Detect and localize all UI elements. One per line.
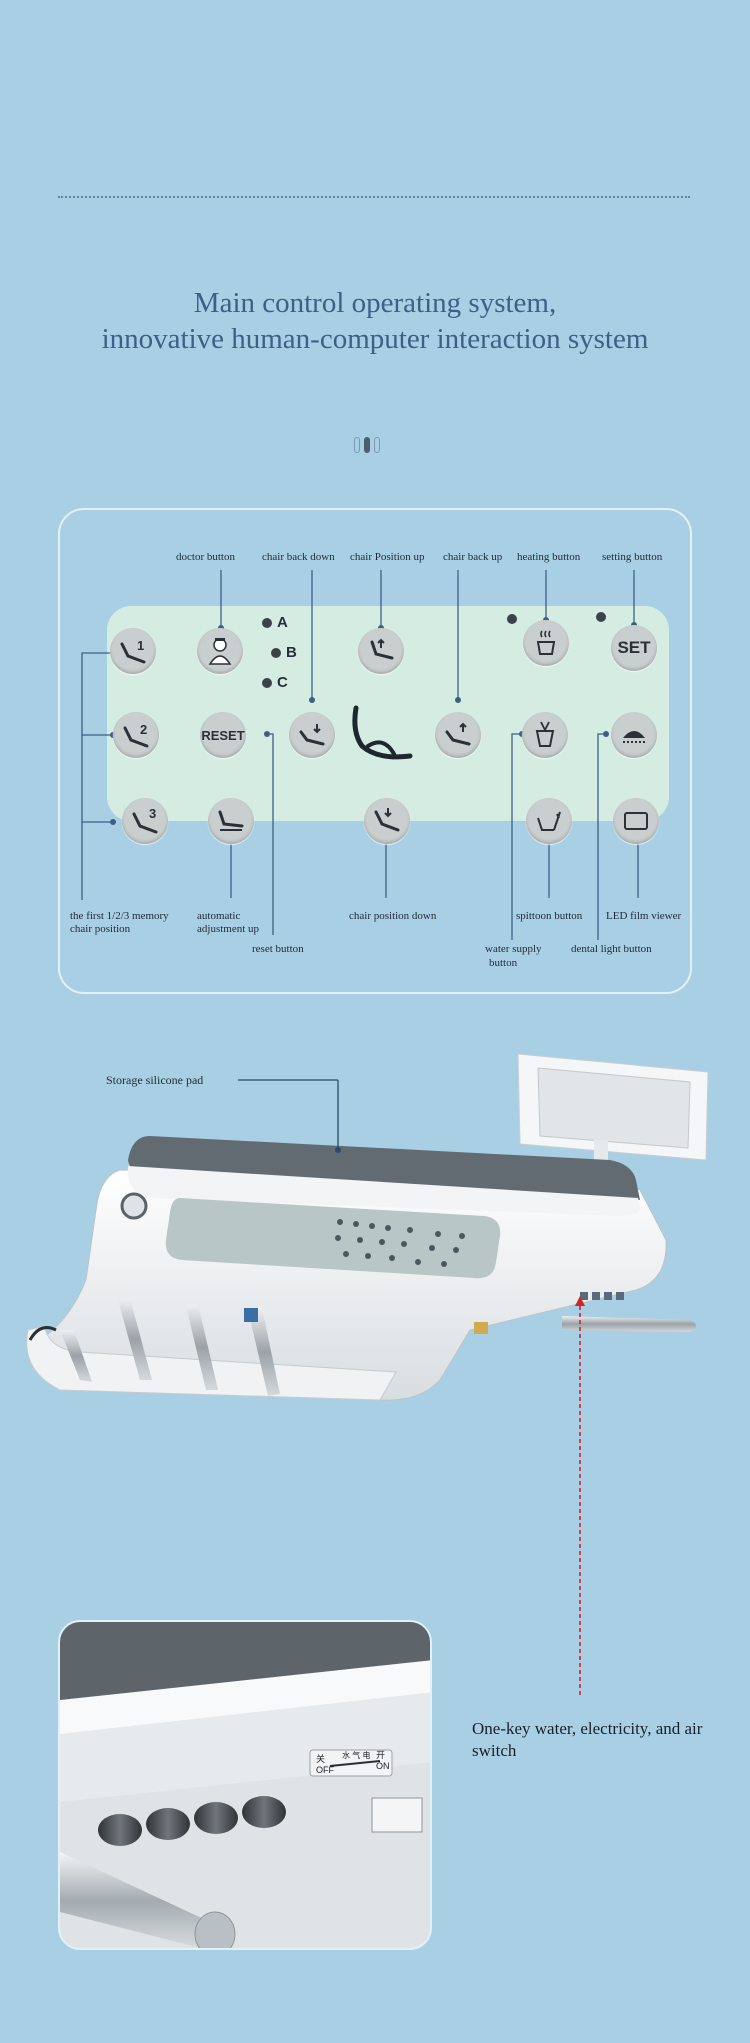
- chair-icon: [123, 726, 149, 748]
- led-film-viewer-button[interactable]: [613, 798, 659, 844]
- indicator-led: [507, 614, 517, 624]
- chair-up-icon: [370, 638, 394, 660]
- control-panel-frame: [58, 508, 692, 994]
- memory-2-button[interactable]: 2: [113, 712, 159, 758]
- label-back-up: chair back up: [443, 551, 503, 563]
- water-supply-button[interactable]: [522, 712, 568, 758]
- memory-2-number: 2: [140, 722, 148, 737]
- spittoon-icon: [537, 811, 561, 831]
- automatic-adjustment-up-button[interactable]: [208, 798, 254, 844]
- page-title-line1: Main control operating system,: [193, 287, 557, 319]
- reset-button[interactable]: RESET: [200, 712, 246, 758]
- switch-closeup-image: [60, 1622, 430, 1948]
- label-spittoon: spittoon button: [516, 910, 583, 922]
- pager[interactable]: [354, 437, 384, 458]
- dental-light-button[interactable]: [611, 712, 657, 758]
- memory-3-number: 3: [149, 806, 157, 821]
- label-heating: heating button: [517, 551, 581, 563]
- label-water-line2: button: [489, 957, 518, 969]
- label-doctor: doctor button: [176, 551, 235, 563]
- label-reset: reset button: [252, 943, 304, 955]
- spittoon-button[interactable]: [526, 798, 572, 844]
- led-viewer-icon: [624, 812, 648, 830]
- top-divider: [58, 196, 690, 198]
- pager-dot-active[interactable]: [364, 437, 370, 453]
- chair-down-icon: [374, 808, 400, 832]
- doctor-button[interactable]: [197, 628, 243, 674]
- chair-back-up-button[interactable]: [435, 712, 481, 758]
- doctor-icon: [208, 638, 232, 665]
- memory-3-button[interactable]: 3: [122, 798, 168, 844]
- chair-position-up-button[interactable]: [358, 628, 404, 674]
- chair-icon: [120, 642, 146, 664]
- heating-icon: [536, 630, 556, 655]
- label-led: LED film viewer: [606, 910, 682, 922]
- heating-button[interactable]: [523, 620, 569, 666]
- label-water-line1: water supply: [485, 943, 542, 955]
- label-auto-line2: adjustment up: [197, 923, 260, 935]
- storage-pad-label: Storage silicone pad: [106, 1073, 204, 1087]
- label-auto-line1: automatic: [197, 910, 241, 922]
- preset-b[interactable]: B: [271, 644, 297, 661]
- chair-logo-icon: [352, 705, 413, 760]
- memory-1-number: 1: [137, 638, 145, 653]
- label-dental-light: dental light button: [571, 943, 652, 955]
- label-back-down: chair back down: [262, 551, 335, 563]
- chair-back-down-icon: [299, 724, 325, 746]
- red-leader-arrow: [575, 1296, 585, 1695]
- chair-back-down-button[interactable]: [289, 712, 335, 758]
- chair-back-up-icon: [445, 722, 471, 746]
- chair-position-down-button[interactable]: [364, 798, 410, 844]
- chair-icon: [132, 812, 158, 834]
- label-pos-down: chair position down: [349, 910, 437, 922]
- label-pos-up: chair Position up: [350, 551, 425, 563]
- pager-dot[interactable]: [354, 437, 360, 453]
- water-cup-icon: [535, 721, 555, 747]
- pager-dot[interactable]: [374, 437, 380, 453]
- preset-a[interactable]: A: [262, 614, 288, 631]
- indicator-led: [596, 612, 606, 622]
- label-setting: setting button: [602, 551, 663, 563]
- preset-c[interactable]: C: [262, 674, 288, 691]
- chair-auto-icon: [218, 810, 244, 831]
- switch-mid-label: 水 气 电: [342, 1751, 371, 1760]
- memory-1-button[interactable]: 1: [110, 628, 156, 674]
- label-memory-line2: chair position: [70, 923, 131, 935]
- dental-instrument-tray-image: [26, 1053, 709, 1401]
- label-memory-line1: the first 1/2/3 memory: [70, 910, 169, 922]
- leader-lines: [81, 570, 641, 940]
- set-button[interactable]: SET: [611, 625, 657, 671]
- switch-description: One-key water, electricity, and air swit…: [472, 1719, 703, 1760]
- dental-light-icon: [623, 731, 645, 743]
- page-title-line2: innovative human-computer interaction sy…: [101, 323, 649, 355]
